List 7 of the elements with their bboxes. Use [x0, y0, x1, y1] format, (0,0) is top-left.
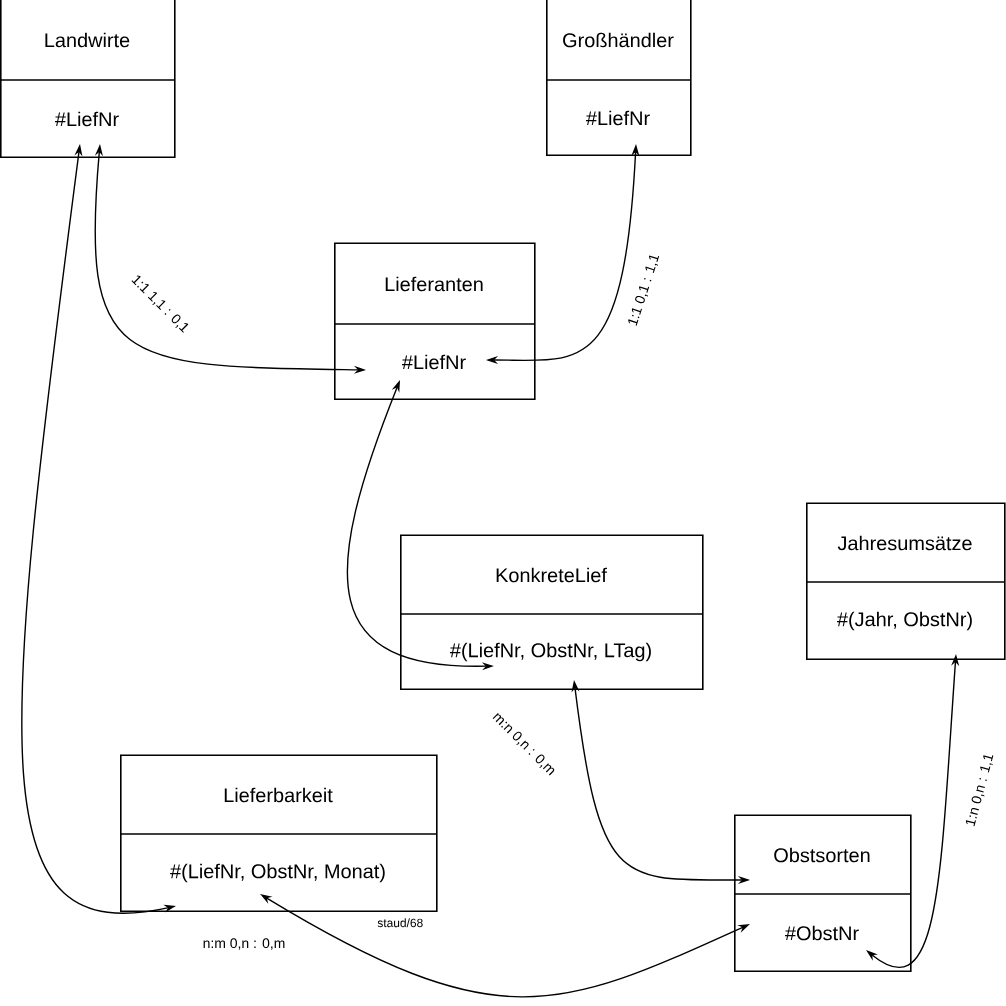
entity-box: Obstsorten #ObstNr [733, 814, 912, 972]
entity-box: Jahresumsätze #(Jahr, ObstNr) [805, 502, 1006, 660]
entity-box: Landwirte #LiefNr [0, 0, 176, 158]
entity-box: Großhändler #LiefNr [545, 0, 692, 156]
entity-box: Lieferanten #LiefNr [333, 242, 536, 400]
entity-box: KonkreteLief #(LiefNr, ObstNr, LTag) [399, 534, 704, 690]
entity-box: Lieferbarkeit #(LiefNr, ObstNr, Monat) [119, 754, 438, 912]
